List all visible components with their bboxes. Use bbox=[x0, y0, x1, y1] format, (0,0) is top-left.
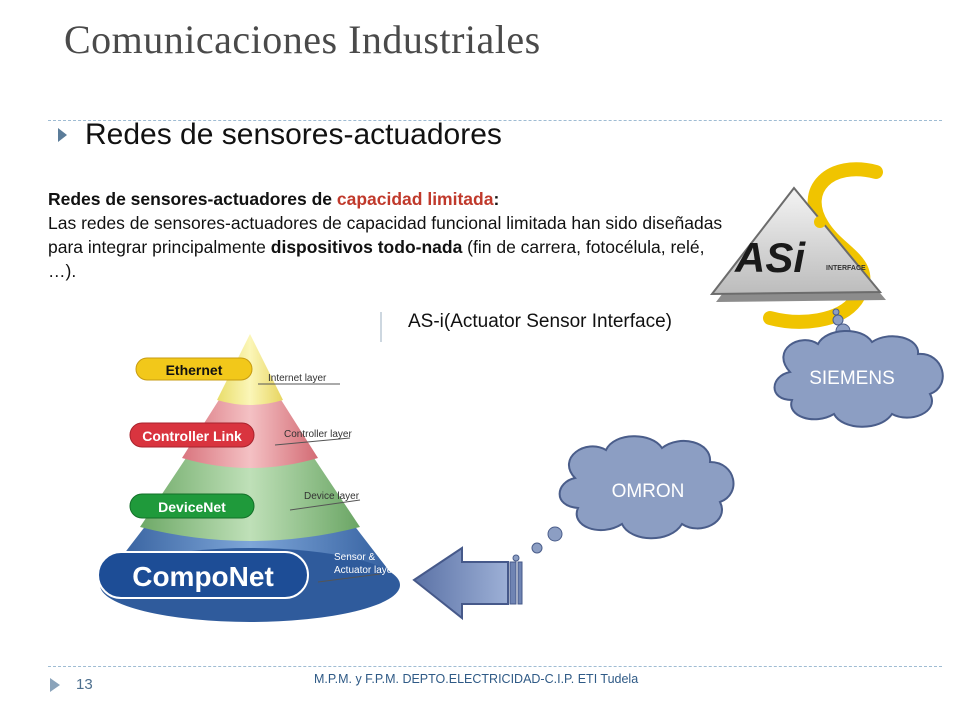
asi-logo-text: ASi bbox=[734, 234, 806, 281]
thought-bubble-4 bbox=[512, 554, 520, 562]
heading-suffix: : bbox=[493, 189, 500, 209]
callout-line-sensor bbox=[317, 573, 381, 583]
badge-componet-label: CompoNet bbox=[132, 561, 274, 592]
omron-cloud-shape bbox=[558, 435, 735, 540]
layer-label-device: Device layer bbox=[304, 491, 360, 502]
thought-bubble-6 bbox=[547, 526, 563, 542]
badge-ethernet bbox=[135, 357, 253, 381]
thought-bubble-5 bbox=[531, 542, 543, 554]
caption-marker bbox=[380, 312, 382, 342]
paragraph-end: (fin de carrera, fotocélula, relé, …). bbox=[48, 237, 705, 281]
bullet-arrow-icon bbox=[58, 128, 67, 142]
layer-label-controller: Controller layer bbox=[284, 429, 352, 440]
badge-devicenet bbox=[129, 493, 255, 519]
asi-dot bbox=[814, 216, 826, 228]
heading-highlight: capacidad limitada bbox=[336, 189, 494, 209]
omron-label: OMRON bbox=[612, 481, 685, 502]
omron-cloud bbox=[512, 435, 735, 562]
pointer-arrow bbox=[412, 546, 523, 621]
arrow-stripe-2 bbox=[517, 561, 523, 605]
footer-credit: M.P.M. y F.P.M. DEPTO.ELECTRICIDAD-C.I.P… bbox=[314, 672, 639, 686]
bullet-text: Redes de sensores-actuadores bbox=[85, 118, 502, 151]
paragraph-bold: dispositivos todo-nada bbox=[270, 237, 463, 257]
badge-controller-link-label: Controller Link bbox=[142, 428, 242, 444]
thought-bubble-2 bbox=[832, 314, 844, 326]
header-divider bbox=[48, 120, 942, 121]
siemens-cloud bbox=[773, 308, 944, 428]
layer-label-internet: Internet layer bbox=[268, 373, 327, 384]
paragraph-heading: Redes de sensores-actuadores de capacida… bbox=[48, 189, 499, 209]
badge-ethernet-label: Ethernet bbox=[166, 362, 223, 378]
page-number: 13 bbox=[76, 676, 93, 693]
badge-controller-link bbox=[129, 422, 255, 448]
description-paragraph: Redes de sensores-actuadores de capacida… bbox=[48, 187, 728, 283]
asi-logo bbox=[709, 162, 886, 329]
layer-label-sensor-1: Sensor & bbox=[334, 552, 375, 563]
siemens-cloud-shape bbox=[773, 329, 944, 428]
bullet-item: Redes de sensores-actuadores bbox=[58, 118, 502, 152]
asi-caption: AS-i(Actuator Sensor Interface) bbox=[408, 311, 672, 332]
heading-prefix: Redes de sensores-actuadores de bbox=[48, 189, 337, 209]
siemens-label: SIEMENS bbox=[809, 368, 895, 389]
network-pyramid bbox=[97, 334, 400, 622]
badge-componet bbox=[97, 551, 309, 599]
slide-title: Comunicaciones Industriales bbox=[64, 17, 541, 62]
callout-line-device bbox=[289, 499, 361, 511]
badge-devicenet-label: DeviceNet bbox=[158, 499, 226, 515]
callout-line-controller bbox=[274, 437, 351, 446]
arrow-shape bbox=[412, 546, 509, 621]
paragraph-body: Las redes de sensores-actuadores de capa… bbox=[48, 213, 723, 257]
footer-divider bbox=[48, 666, 942, 667]
asi-triangle bbox=[709, 186, 883, 296]
asi-logo-subtext: INTERFACE bbox=[826, 265, 866, 272]
layer-label-sensor-2: Actuator layer bbox=[334, 565, 396, 576]
arrow-stripe-1 bbox=[509, 561, 517, 605]
footer-arrow-icon bbox=[50, 678, 60, 692]
